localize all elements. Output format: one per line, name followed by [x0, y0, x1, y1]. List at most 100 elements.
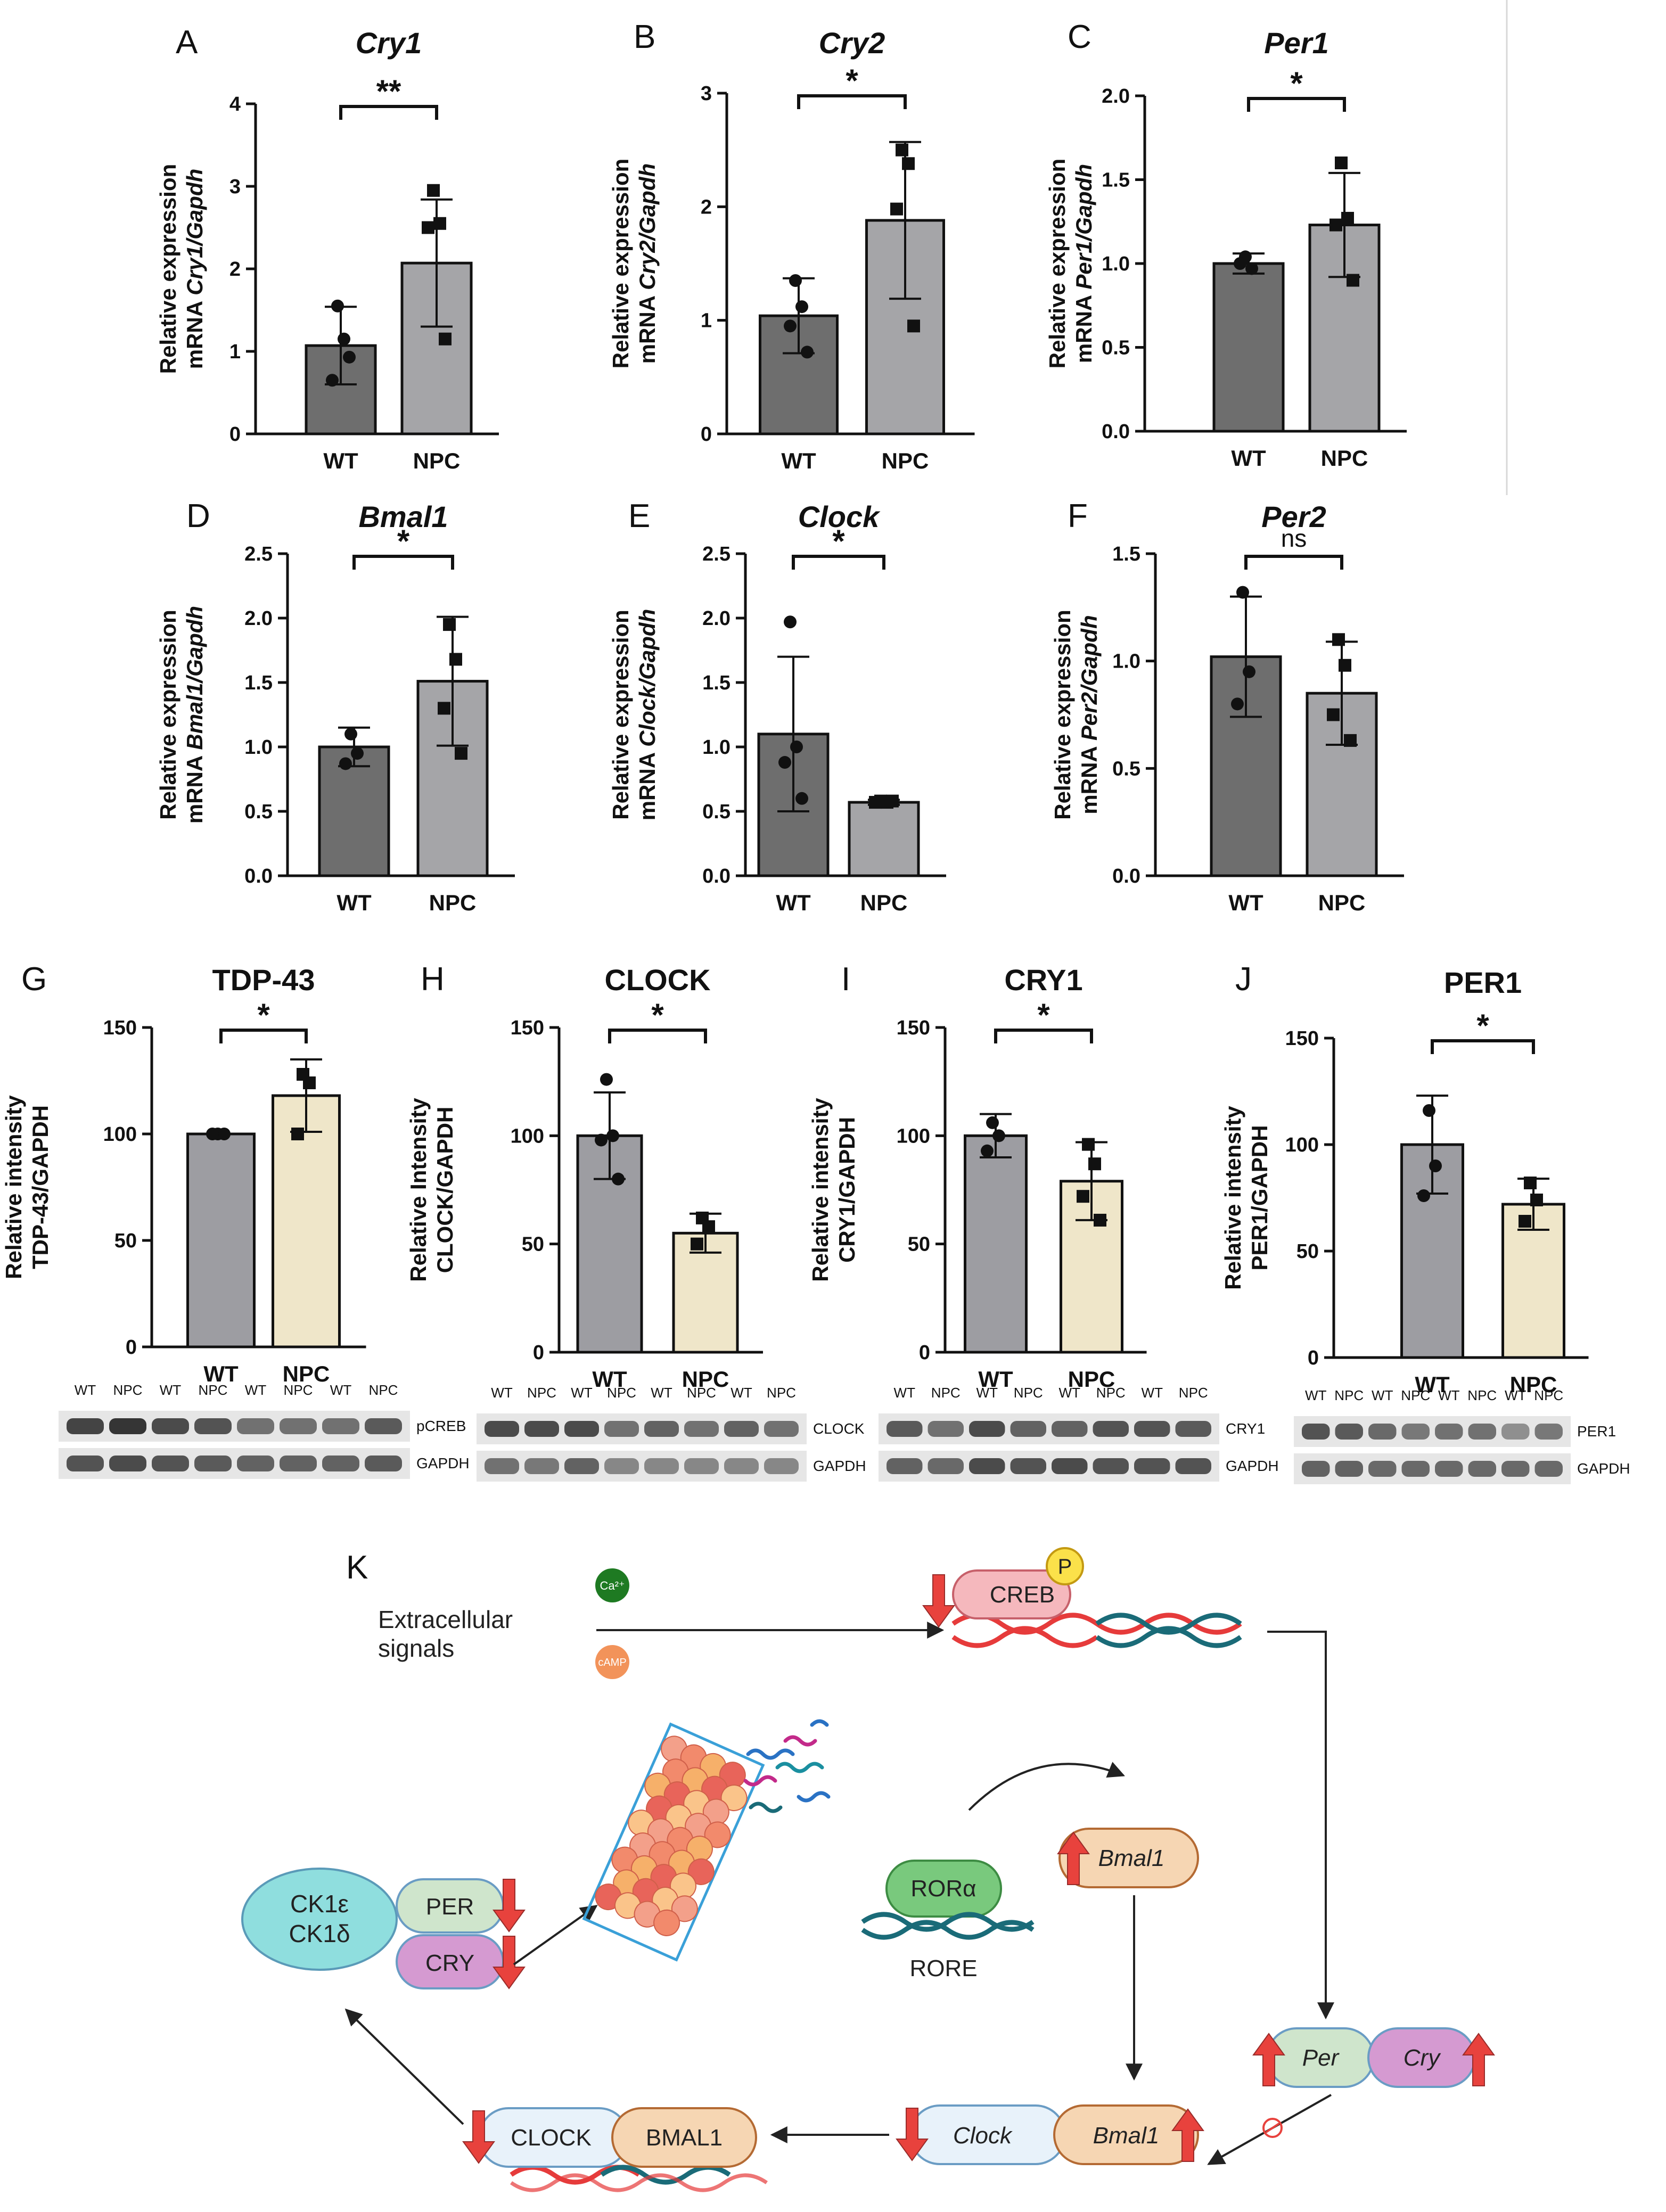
- lane-label: NPC: [1179, 1385, 1208, 1401]
- data-point: [291, 1128, 304, 1140]
- blot-band: [109, 1418, 146, 1434]
- data-point: [1088, 1157, 1101, 1171]
- clock-to-ck1-arrow: [344, 2008, 464, 2125]
- panel-letter: H: [421, 961, 445, 998]
- chart-title: PER1: [1444, 966, 1522, 999]
- data-point: [1329, 218, 1342, 232]
- pathway-diagram: K Ca²⁺ cAMP Extracellular signals CREB P…: [241, 1547, 1495, 2192]
- rore-dna-2: [861, 1920, 1035, 1940]
- data-point: [795, 792, 808, 805]
- lane-label: NPC: [369, 1382, 398, 1398]
- y-tick-label: 0: [919, 1342, 930, 1364]
- blot-band: [485, 1458, 519, 1474]
- panel-letter: D: [186, 498, 210, 535]
- lane-label: NPC: [687, 1385, 716, 1401]
- y-axis-label: Relative expressionmRNA Bmal1/Gapdh: [155, 606, 207, 824]
- ck1e-label: CK1ε: [290, 1890, 349, 1918]
- y-axis-label: Relative expressionmRNA Per1/Gapdh: [1045, 159, 1096, 369]
- bmal1-gene-label: Bmal1: [1098, 1845, 1165, 1871]
- significance-bracket: [1247, 97, 1346, 112]
- blot-band: [524, 1421, 559, 1437]
- chart-title: CLOCK: [604, 963, 710, 997]
- panel-letter: G: [21, 961, 47, 998]
- lane-label: WT: [1305, 1387, 1327, 1403]
- lane-label: NPC: [1334, 1387, 1364, 1403]
- lane-label: NPC: [607, 1385, 636, 1401]
- blot-band: [1010, 1421, 1046, 1437]
- blot-band: [322, 1418, 359, 1434]
- proteasome-icon: [582, 1722, 765, 1962]
- calcium-icon: [595, 1568, 629, 1602]
- blot-band: [1401, 1461, 1430, 1477]
- blot-band: [1093, 1458, 1129, 1474]
- x-category-label: NPC: [1318, 890, 1366, 915]
- data-point: [1245, 262, 1258, 275]
- band-label: GAPDH: [813, 1458, 866, 1474]
- y-tick-label: 50: [114, 1230, 137, 1252]
- y-axis-label: Relative intensityPER1/GAPDH: [1220, 1106, 1272, 1290]
- y-tick-label: 1.0: [702, 736, 731, 759]
- data-point: [338, 332, 350, 346]
- lane-label: WT: [1372, 1387, 1393, 1403]
- x-category-label: WT: [781, 448, 816, 473]
- lane-label: NPC: [113, 1382, 143, 1398]
- significance-label: *: [832, 523, 845, 559]
- blot-band: [969, 1458, 1005, 1474]
- x-category-label: NPC: [1068, 1367, 1115, 1392]
- y-tick-label: 3: [701, 83, 712, 105]
- lane-label: WT: [1142, 1385, 1163, 1401]
- data-point: [886, 794, 899, 808]
- blot-band: [524, 1458, 559, 1474]
- cry-protein-down-arrow-icon: [493, 1936, 526, 1989]
- clock-dna-lower: [510, 2173, 768, 2192]
- lane-label: NPC: [931, 1385, 961, 1401]
- data-point: [1236, 586, 1249, 599]
- blot-band: [887, 1458, 923, 1474]
- lane-label: NPC: [1014, 1385, 1043, 1401]
- significance-label: *: [651, 997, 664, 1033]
- blot-band: [1335, 1461, 1363, 1477]
- bar-wt: [186, 1132, 256, 1348]
- lane-label: NPC: [199, 1382, 228, 1398]
- data-point: [600, 1073, 613, 1086]
- blot-band: [724, 1458, 759, 1474]
- bar-wt: [318, 745, 390, 877]
- data-point: [691, 1237, 703, 1251]
- lane-label: NPC: [284, 1382, 313, 1398]
- rore-label: RORE: [909, 1955, 977, 1981]
- y-tick-label: 4: [229, 93, 241, 116]
- blot-band: [1302, 1461, 1330, 1477]
- bmal1-gene-2: [1053, 2104, 1199, 2165]
- y-tick-label: 0.0: [1112, 865, 1140, 887]
- y-tick-label: 100: [511, 1125, 544, 1147]
- y-tick-label: 0.5: [702, 801, 731, 823]
- blot-band: [237, 1456, 274, 1471]
- blot-band: [1435, 1424, 1463, 1440]
- blot-band: [1052, 1421, 1088, 1437]
- to-proteasome-arrow: [513, 1905, 598, 1966]
- significance-label: *: [397, 523, 410, 559]
- significance-label: *: [1290, 65, 1303, 101]
- data-point: [331, 299, 344, 313]
- band-label: GAPDH: [416, 1455, 470, 1471]
- lane-label: WT: [1438, 1387, 1460, 1403]
- data-point: [778, 756, 791, 769]
- lane-label: WT: [571, 1385, 593, 1401]
- data-point: [1423, 1104, 1435, 1117]
- blot-band: [1368, 1424, 1397, 1440]
- data-point: [869, 796, 882, 809]
- x-category-label: WT: [978, 1367, 1013, 1392]
- data-point: [981, 1144, 994, 1157]
- data-point: [438, 702, 450, 715]
- data-point: [1231, 697, 1244, 711]
- significance-label: **: [376, 73, 401, 109]
- data-point: [344, 727, 357, 741]
- data-point: [449, 653, 462, 666]
- clock-protein-label: CLOCK: [511, 2125, 592, 2151]
- data-point: [443, 618, 456, 631]
- y-tick-label: 150: [103, 1017, 137, 1039]
